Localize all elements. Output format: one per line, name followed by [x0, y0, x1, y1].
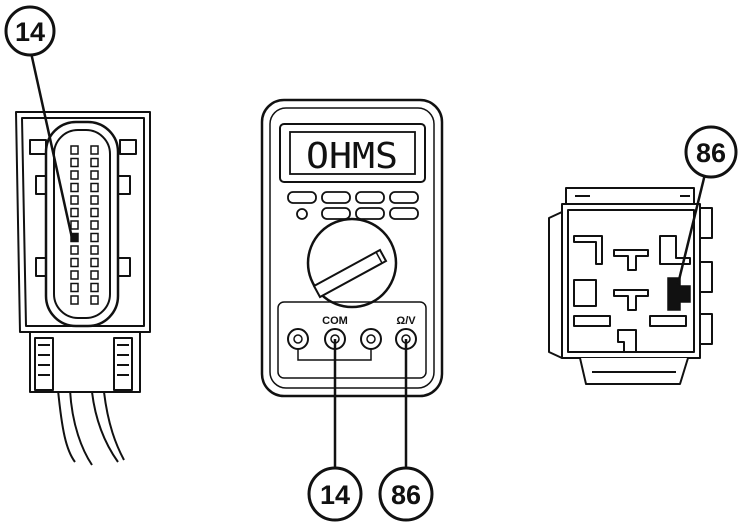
meter-button[interactable] [355, 191, 385, 204]
connector-pin [90, 270, 99, 280]
meter-button[interactable] [355, 207, 385, 220]
connector-pin [70, 282, 79, 293]
range-selector-dial[interactable] [306, 217, 398, 309]
display-readout: OHMS [306, 136, 398, 177]
meter-button[interactable] [389, 191, 419, 204]
connector-pin [70, 220, 79, 230]
connector-pin [70, 145, 79, 155]
test-leads [333, 339, 408, 467]
connector-pin [90, 157, 99, 168]
connector-pin [70, 170, 79, 180]
relay-socket [548, 187, 713, 385]
callout-label: 14 [320, 480, 350, 510]
jack-1[interactable] [287, 328, 309, 350]
meter-button[interactable] [321, 207, 351, 220]
jack-3[interactable] [360, 328, 382, 350]
ohm-volt-jack-label: Ω/V [396, 315, 416, 327]
multimeter: OHMS COM Ω/V [260, 98, 444, 398]
connector-pin [90, 207, 99, 218]
connector-pin [90, 182, 99, 193]
connector-pin [90, 245, 99, 255]
meter-button[interactable] [321, 191, 351, 204]
callout-label: 14 [15, 17, 45, 47]
connector-pin [70, 257, 79, 268]
connector-pin [90, 220, 99, 230]
connector-pin [70, 270, 79, 280]
connector-pin [90, 257, 99, 268]
callout-label: 86 [391, 480, 421, 510]
callout-86-ohm-lead: 86 [378, 466, 434, 522]
callout-86-relay: 86 [676, 125, 738, 285]
connector-pin [90, 295, 99, 305]
connector-pin [70, 195, 79, 205]
connector-pin [70, 295, 79, 305]
connector-pin [70, 245, 79, 255]
connector-pin [90, 282, 99, 293]
connector-pin [70, 207, 79, 218]
callout-label: 86 [696, 138, 726, 168]
com-jack-label: COM [322, 315, 348, 327]
connector-pin [90, 232, 99, 243]
connector-pin [90, 145, 99, 155]
meter-button[interactable] [389, 207, 419, 220]
connector-pin [90, 170, 99, 180]
connector-pin [70, 182, 79, 193]
connector-pin [70, 157, 79, 168]
callout-14-com-lead: 14 [307, 466, 363, 522]
harness-connector [15, 111, 151, 466]
callout-14-connector: 14 [4, 5, 74, 239]
connector-pin [90, 195, 99, 205]
meter-indicator [296, 208, 308, 220]
meter-button[interactable] [287, 191, 317, 204]
